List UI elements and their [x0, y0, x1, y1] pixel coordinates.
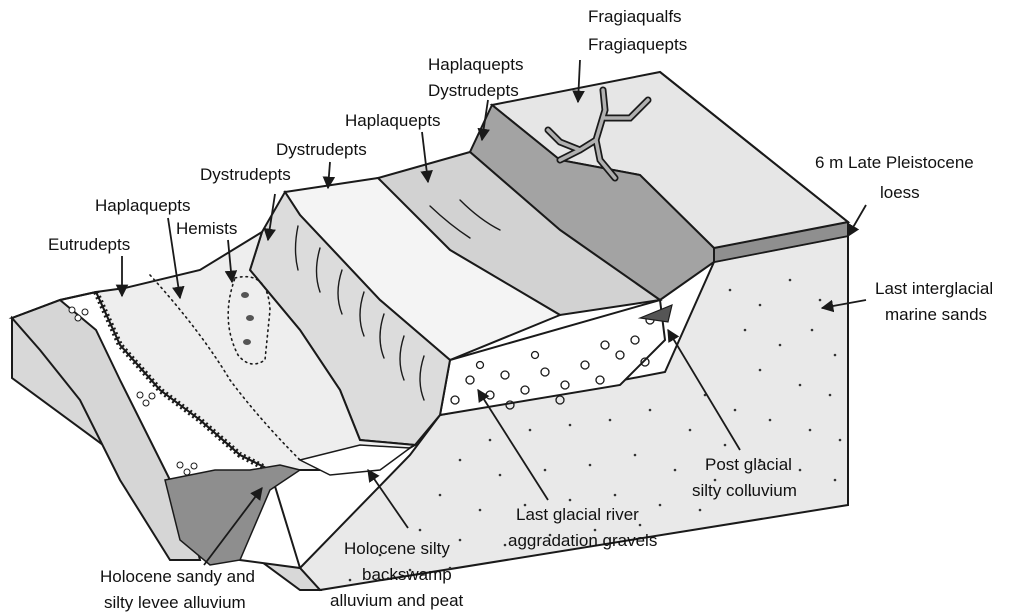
label-backswamp-3: alluvium and peat: [330, 591, 464, 610]
label-marine-1: Last interglacial: [875, 279, 993, 298]
label-dystrudepts-top: Dystrudepts: [428, 81, 519, 100]
label-fragiaquepts: Fragiaquepts: [588, 35, 687, 54]
label-dystrudepts-mid: Dystrudepts: [276, 140, 367, 159]
label-gravels-2: aggradation gravels: [508, 531, 657, 550]
label-levee-2: silty levee alluvium: [104, 593, 246, 612]
label-levee-1: Holocene sandy and: [100, 567, 255, 586]
label-haplaquepts-top: Haplaquepts: [428, 55, 523, 74]
label-marine-2: marine sands: [885, 305, 987, 324]
label-backswamp-2: backswamp: [362, 565, 452, 584]
label-dystrudepts-low: Dystrudepts: [200, 165, 291, 184]
label-haplaquepts-left: Haplaquepts: [95, 196, 190, 215]
label-loess-2: loess: [880, 183, 920, 202]
label-haplaquepts-mid: Haplaquepts: [345, 111, 440, 130]
label-colluvium-1: Post glacial: [705, 455, 792, 474]
label-hemists: Hemists: [176, 219, 237, 238]
label-colluvium-2: silty colluvium: [692, 481, 797, 500]
label-backswamp-1: Holocene silty: [344, 539, 450, 558]
label-eutrudepts: Eutrudepts: [48, 235, 130, 254]
label-loess-1: 6 m Late Pleistocene: [815, 153, 974, 172]
label-fragiaqualfs: Fragiaqualfs: [588, 7, 682, 26]
label-gravels-1: Last glacial river: [516, 505, 639, 524]
